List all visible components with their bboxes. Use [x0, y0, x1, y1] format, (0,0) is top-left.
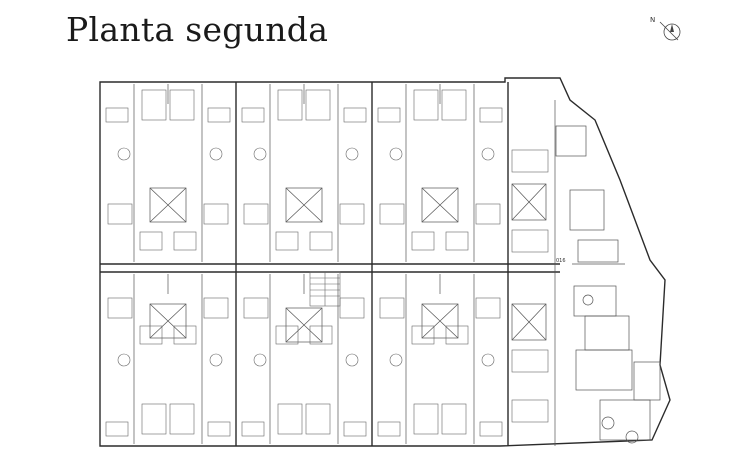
bathroom — [339, 203, 365, 225]
kitchen — [139, 231, 163, 251]
dining-table — [253, 147, 267, 161]
bed — [413, 403, 439, 435]
east-wing-rooms — [555, 125, 661, 444]
bathroom — [475, 203, 501, 225]
bed — [277, 89, 303, 121]
bed — [169, 403, 195, 435]
dining-table — [209, 353, 223, 367]
plan-label-016: 016 — [556, 258, 566, 264]
bed — [441, 89, 467, 121]
dining-table — [345, 353, 359, 367]
north-label: N — [650, 16, 655, 24]
bathroom — [379, 203, 405, 225]
wardrobe — [207, 107, 231, 123]
dining-table — [209, 147, 223, 161]
wardrobe — [343, 107, 367, 123]
bathroom — [475, 297, 501, 319]
kitchen — [411, 325, 435, 345]
rooms-layer — [105, 84, 549, 444]
bed — [305, 89, 331, 121]
bathroom — [379, 297, 405, 319]
wardrobe — [343, 421, 367, 437]
bed — [305, 403, 331, 435]
room-fixture — [511, 399, 549, 423]
bathroom — [243, 297, 269, 319]
kitchen — [309, 325, 333, 345]
bathroom — [243, 203, 269, 225]
dining-table — [345, 147, 359, 161]
dining-table — [117, 147, 131, 161]
bed — [441, 403, 467, 435]
building-outline — [99, 77, 671, 447]
dining-table — [389, 353, 403, 367]
kitchen — [275, 325, 299, 345]
wardrobe — [105, 421, 129, 437]
bathroom — [203, 203, 229, 225]
kitchen — [445, 325, 469, 345]
wardrobe — [241, 421, 265, 437]
wardrobe — [377, 107, 401, 123]
wardrobe — [241, 107, 265, 123]
bathroom — [203, 297, 229, 319]
wardrobe — [377, 421, 401, 437]
dining-table — [389, 147, 403, 161]
dining-table — [481, 353, 495, 367]
kitchen — [309, 231, 333, 251]
bed — [413, 89, 439, 121]
kitchen — [173, 231, 197, 251]
room-fixture — [511, 349, 549, 373]
room-fixture — [511, 149, 549, 173]
bed — [277, 403, 303, 435]
page-title: Planta segunda — [66, 10, 329, 49]
kitchen — [173, 325, 197, 345]
bed — [141, 89, 167, 121]
bathroom — [107, 203, 133, 225]
room-fixture — [511, 229, 549, 253]
stair — [309, 271, 341, 307]
bathroom — [107, 297, 133, 319]
dining-table — [253, 353, 267, 367]
wardrobe — [479, 107, 503, 123]
bed — [169, 89, 195, 121]
wardrobe — [105, 107, 129, 123]
kitchen — [275, 231, 299, 251]
kitchen — [139, 325, 163, 345]
wardrobe — [207, 421, 231, 437]
north-arrow-icon: N — [650, 16, 681, 41]
dining-table — [481, 147, 495, 161]
dining-table — [117, 353, 131, 367]
kitchen — [445, 231, 469, 251]
light-wells — [149, 183, 547, 343]
wardrobe — [479, 421, 503, 437]
bed — [141, 403, 167, 435]
kitchen — [411, 231, 435, 251]
bathroom — [339, 297, 365, 319]
